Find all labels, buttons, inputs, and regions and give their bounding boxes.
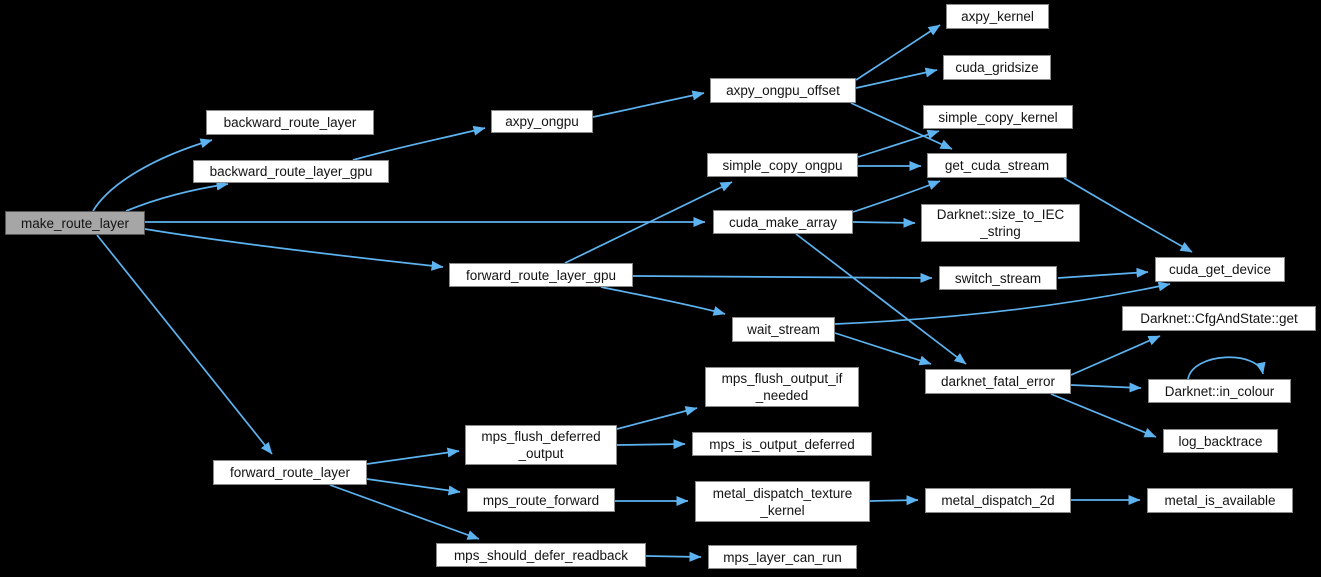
node-label: simple_copy_kernel [938,109,1058,125]
edge-axpy_ongpu_offset-to-cuda_gridsize [855,67,938,89]
node-metal_is_available[interactable]: metal_is_available [1147,488,1293,513]
node-switch_stream[interactable]: switch_stream [939,266,1057,290]
node-label: mps_route_forward [482,492,600,508]
edge-forward_route_layer-to-mps_should_defer_readback [329,484,480,540]
node-label: log_backtrace [1178,433,1263,449]
node-label: Darknet::CfgAndState::get [1140,311,1298,326]
edge-forward_route_layer_gpu-to-simple_copy_ongpu [564,181,733,264]
node-label: mps_flush_deferred _output [481,429,601,461]
node-simple_copy_kernel[interactable]: simple_copy_kernel [923,105,1073,129]
node-label: darknet_fatal_error [940,374,1056,389]
edge-forward_route_layer-to-mps_flush_deferred_output [366,447,460,465]
node-cuda_make_array[interactable]: cuda_make_array [713,210,853,234]
node-cuda_get_device[interactable]: cuda_get_device [1155,257,1285,282]
edge-make_route_layer-to-forward_route_layer_gpu [144,228,444,271]
node-forward_route_layer_gpu[interactable]: forward_route_layer_gpu [449,263,633,287]
edge-forward_route_layer_gpu-to-wait_stream [600,286,726,316]
edge-make_route_layer-to-backward_route_layer_gpu [125,180,229,212]
node-mps_flush_deferred_output[interactable]: mps_flush_deferred _output [465,425,617,465]
edge-wait_stream-to-darknet_fatal_error [834,332,932,366]
node-log_backtrace[interactable]: log_backtrace [1163,429,1278,453]
node-simple_copy_ongpu[interactable]: simple_copy_ongpu [707,153,858,177]
edge-simple_copy_ongpu-to-simple_copy_kernel [857,129,940,158]
node-axpy_kernel[interactable]: axpy_kernel [946,4,1049,29]
node-label: mps_is_output_deferred [709,436,855,452]
node-mps_is_output_deferred[interactable]: mps_is_output_deferred [692,432,872,456]
edge-mps_flush_deferred_output-to-mps_is_output_deferred [616,439,686,450]
node-label: backward_route_layer_gpu [209,164,373,179]
node-axpy_ongpu[interactable]: axpy_ongpu [491,110,593,133]
node-label: mps_flush_output_if _needed [721,371,843,403]
node-label: forward_route_layer_gpu [465,267,617,283]
edge-darknet_fatal_error-to-log_backtrace [1050,393,1157,438]
edge-make_route_layer-to-backward_route_layer [92,138,213,212]
node-size_to_iec_string[interactable]: Darknet::size_to_IEC _string [921,204,1080,242]
node-mps_route_forward[interactable]: mps_route_forward [467,488,615,512]
edge-mps_should_defer_readback-to-mps_layer_can_run [645,551,702,562]
edge-metal_dispatch_texture_kernel-to-metal_dispatch_2d [869,495,919,506]
node-wait_stream[interactable]: wait_stream [732,317,835,342]
edge-axpy_ongpu_offset-to-axpy_kernel [855,24,941,81]
edge-darknet_in_colour-to-darknet_in_colour [1187,356,1266,380]
node-label: cuda_get_device [1168,262,1272,277]
node-label: axpy_ongpu [505,114,579,129]
node-label: metal_dispatch_2d [941,493,1055,508]
node-label: make_route_layer [20,215,130,231]
edge-get_cuda_stream-to-cuda_get_device [1063,177,1193,253]
node-metal_dispatch_texture_kernel[interactable]: metal_dispatch_texture _kernel [695,481,870,522]
node-forward_route_layer[interactable]: forward_route_layer [213,460,367,485]
edge-mps_flush_deferred_output-to-mps_flush_output_if_needed [616,406,698,430]
node-label: Darknet::in_colour [1164,383,1275,399]
node-label: cuda_gridsize [955,60,1039,75]
node-cfg_and_state_get[interactable]: Darknet::CfgAndState::get [1122,306,1316,331]
node-label: mps_layer_can_run [723,549,842,565]
node-metal_dispatch_2d[interactable]: metal_dispatch_2d [925,488,1071,513]
edge-cuda_make_array-to-darknet_fatal_error [795,233,967,365]
edge-axpy_ongpu-to-axpy_ongpu_offset [592,90,705,118]
edge-cuda_make_array-to-get_cuda_stream [852,180,941,213]
node-darknet_in_colour[interactable]: Darknet::in_colour [1148,379,1291,403]
node-mps_layer_can_run[interactable]: mps_layer_can_run [708,545,857,569]
node-label: mps_should_defer_readback [453,547,629,563]
edges-group [92,24,1266,562]
edge-make_route_layer-to-forward_route_layer [96,234,273,455]
edge-backward_route_layer_gpu-to-axpy_ongpu [352,125,486,161]
node-label: wait_stream [747,322,820,337]
edge-cuda_make_array-to-size_to_iec_string [852,217,916,228]
edge-forward_route_layer-to-mps_route_forward [366,478,461,496]
node-mps_flush_output_if_needed[interactable]: mps_flush_output_if _needed [705,367,859,407]
node-label: Darknet::size_to_IEC _string [936,207,1065,239]
node-mps_should_defer_readback[interactable]: mps_should_defer_readback [436,543,646,567]
node-label: metal_is_available [1164,493,1276,508]
node-axpy_ongpu_offset[interactable]: axpy_ongpu_offset [710,78,856,103]
edge-darknet_fatal_error-to-darknet_in_colour [1070,382,1142,393]
edge-darknet_fatal_error-to-cfg_and_state_get [1070,335,1161,376]
node-label: axpy_ongpu_offset [726,83,840,98]
node-backward_route_layer_gpu[interactable]: backward_route_layer_gpu [193,160,389,183]
node-make_route_layer[interactable]: make_route_layer [5,211,145,235]
node-label: axpy_kernel [961,9,1034,24]
node-label: cuda_make_array [728,214,838,230]
node-label: forward_route_layer [229,465,351,480]
edge-forward_route_layer_gpu-to-switch_stream [632,272,933,283]
node-label: metal_dispatch_texture _kernel [712,485,853,518]
node-label: backward_route_layer [223,115,357,130]
node-get_cuda_stream[interactable]: get_cuda_stream [927,153,1067,178]
node-label: get_cuda_stream [944,158,1050,173]
node-cuda_gridsize[interactable]: cuda_gridsize [943,55,1051,80]
node-darknet_fatal_error[interactable]: darknet_fatal_error [925,369,1071,394]
node-label: simple_copy_ongpu [722,157,843,173]
edge-switch_stream-to-cuda_get_device [1057,267,1149,279]
node-label: switch_stream [954,270,1042,286]
edge-axpy_ongpu_offset-to-get_cuda_stream [850,102,953,150]
node-backward_route_layer[interactable]: backward_route_layer [206,110,374,135]
edge-wait_stream-to-cuda_get_device [834,281,1171,325]
